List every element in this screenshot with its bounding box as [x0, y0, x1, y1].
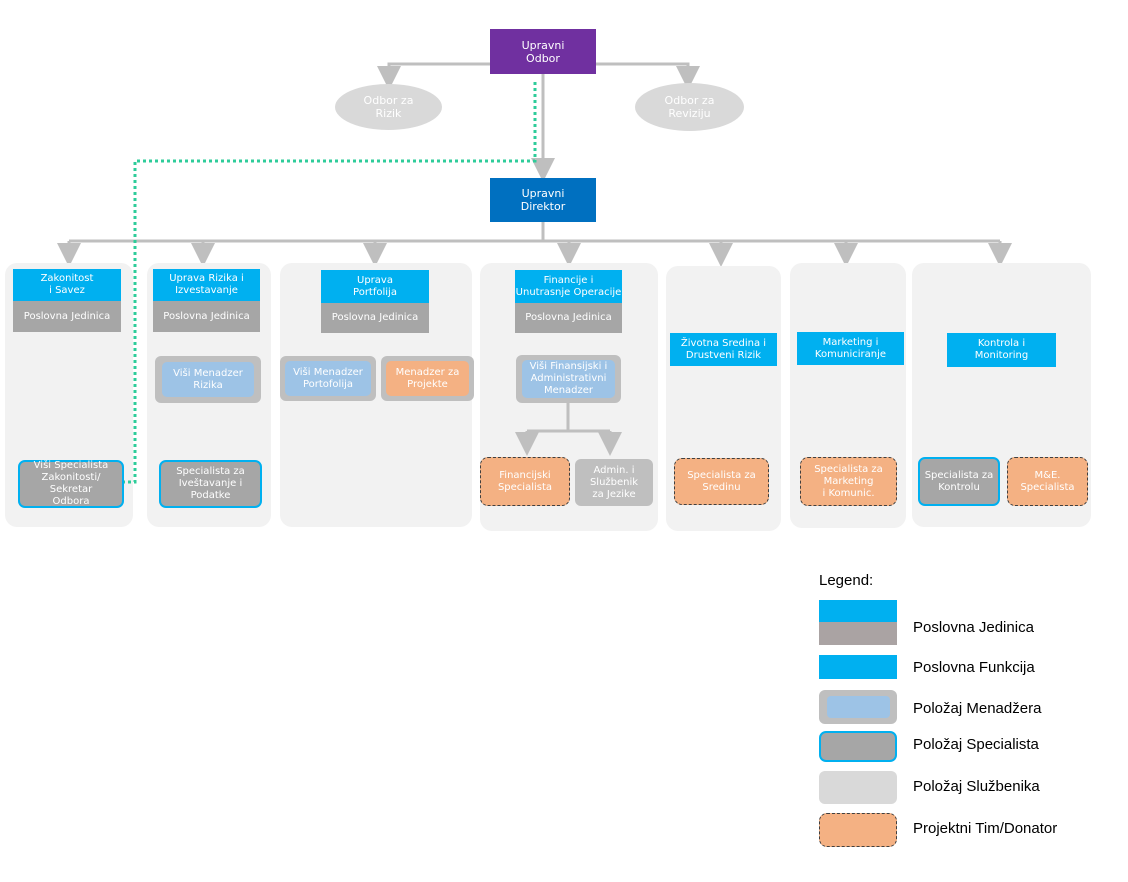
project-me-specialista[interactable]: M&E. Specialista	[1007, 457, 1088, 506]
unit-title-financije[interactable]: Financije i Unutrasnje Operacije	[515, 270, 622, 303]
legend-label-project: Projektni Tim/Donator	[913, 819, 1058, 837]
spec-izvestavanje[interactable]: Specialista za Iveštavanje i Podatke	[159, 460, 262, 508]
unit-title-uprava-portfolija[interactable]: Uprava Portfolija	[321, 270, 429, 303]
business-unit-zakonitost: Poslovna Jedinica	[13, 301, 121, 332]
spec-zakonitosti[interactable]: Viši Specialista Zakonitosti/ Sekretar O…	[18, 460, 124, 508]
clerk-admin[interactable]: Admin. i Službenik za Jezike	[575, 459, 653, 506]
manager-rizika[interactable]: Viši Menadzer Rizika	[162, 362, 254, 397]
legend-label-clerk: Položaj Službenika	[913, 777, 1040, 795]
legend-swatch-specialist	[819, 731, 897, 762]
unit-title-zivotna-sredina[interactable]: Životna Sredina i Drustveni Rizik	[670, 333, 777, 366]
legend-swatch-manager	[827, 696, 890, 718]
business-unit-uprava-rizika: Poslovna Jedinica	[153, 301, 260, 332]
legend-label-manager: Položaj Menadžera	[913, 699, 1042, 717]
legend-swatch-project	[819, 813, 897, 847]
project-specialista-sredinu[interactable]: Specialista za Sredinu	[674, 458, 769, 505]
legend-label-specialist: Položaj Specialista	[913, 735, 1039, 753]
business-unit-financije: Poslovna Jedinica	[515, 303, 622, 333]
project-specialista-marketing[interactable]: Specialista za Marketing i Komunic.	[800, 457, 897, 506]
spec-kontrolu[interactable]: Specialista za Kontrolu	[918, 457, 1000, 506]
project-manager[interactable]: Menadzer za Projekte	[386, 361, 469, 396]
manager-financije[interactable]: Viši Finansijski i Administrativni Menad…	[522, 360, 615, 398]
legend-swatch-business-unit-top	[819, 600, 897, 622]
legend-swatch-business-unit-bottom	[819, 622, 897, 645]
legend-swatch-clerk	[819, 771, 897, 804]
business-unit-uprava-portfolija: Poslovna Jedinica	[321, 303, 429, 333]
legend-swatch-business-function	[819, 655, 897, 679]
risk-committee-ellipse[interactable]: Odbor za Rizik	[335, 84, 442, 130]
audit-committee-ellipse[interactable]: Odbor za Reviziju	[635, 83, 744, 131]
unit-title-kontrola[interactable]: Kontrola i Monitoring	[947, 333, 1056, 367]
unit-title-marketing[interactable]: Marketing i Komuniciranje	[797, 332, 904, 365]
legend-label-business-function: Poslovna Funkcija	[913, 658, 1035, 676]
manager-portfolija[interactable]: Viši Menadzer Portofolija	[285, 361, 371, 396]
director-box[interactable]: Upravni Direktor	[490, 178, 596, 222]
unit-title-zakonitost[interactable]: Zakonitost i Savez	[13, 269, 121, 301]
legend-title: Legend:	[819, 572, 874, 589]
unit-title-uprava-rizika[interactable]: Uprava Rizika i Izvestavanje	[153, 269, 260, 301]
board-box[interactable]: Upravni Odbor	[490, 29, 596, 74]
legend-label-business-unit: Poslovna Jedinica	[913, 618, 1034, 636]
project-financijski-specialista[interactable]: Financijski Specialista	[480, 457, 570, 506]
